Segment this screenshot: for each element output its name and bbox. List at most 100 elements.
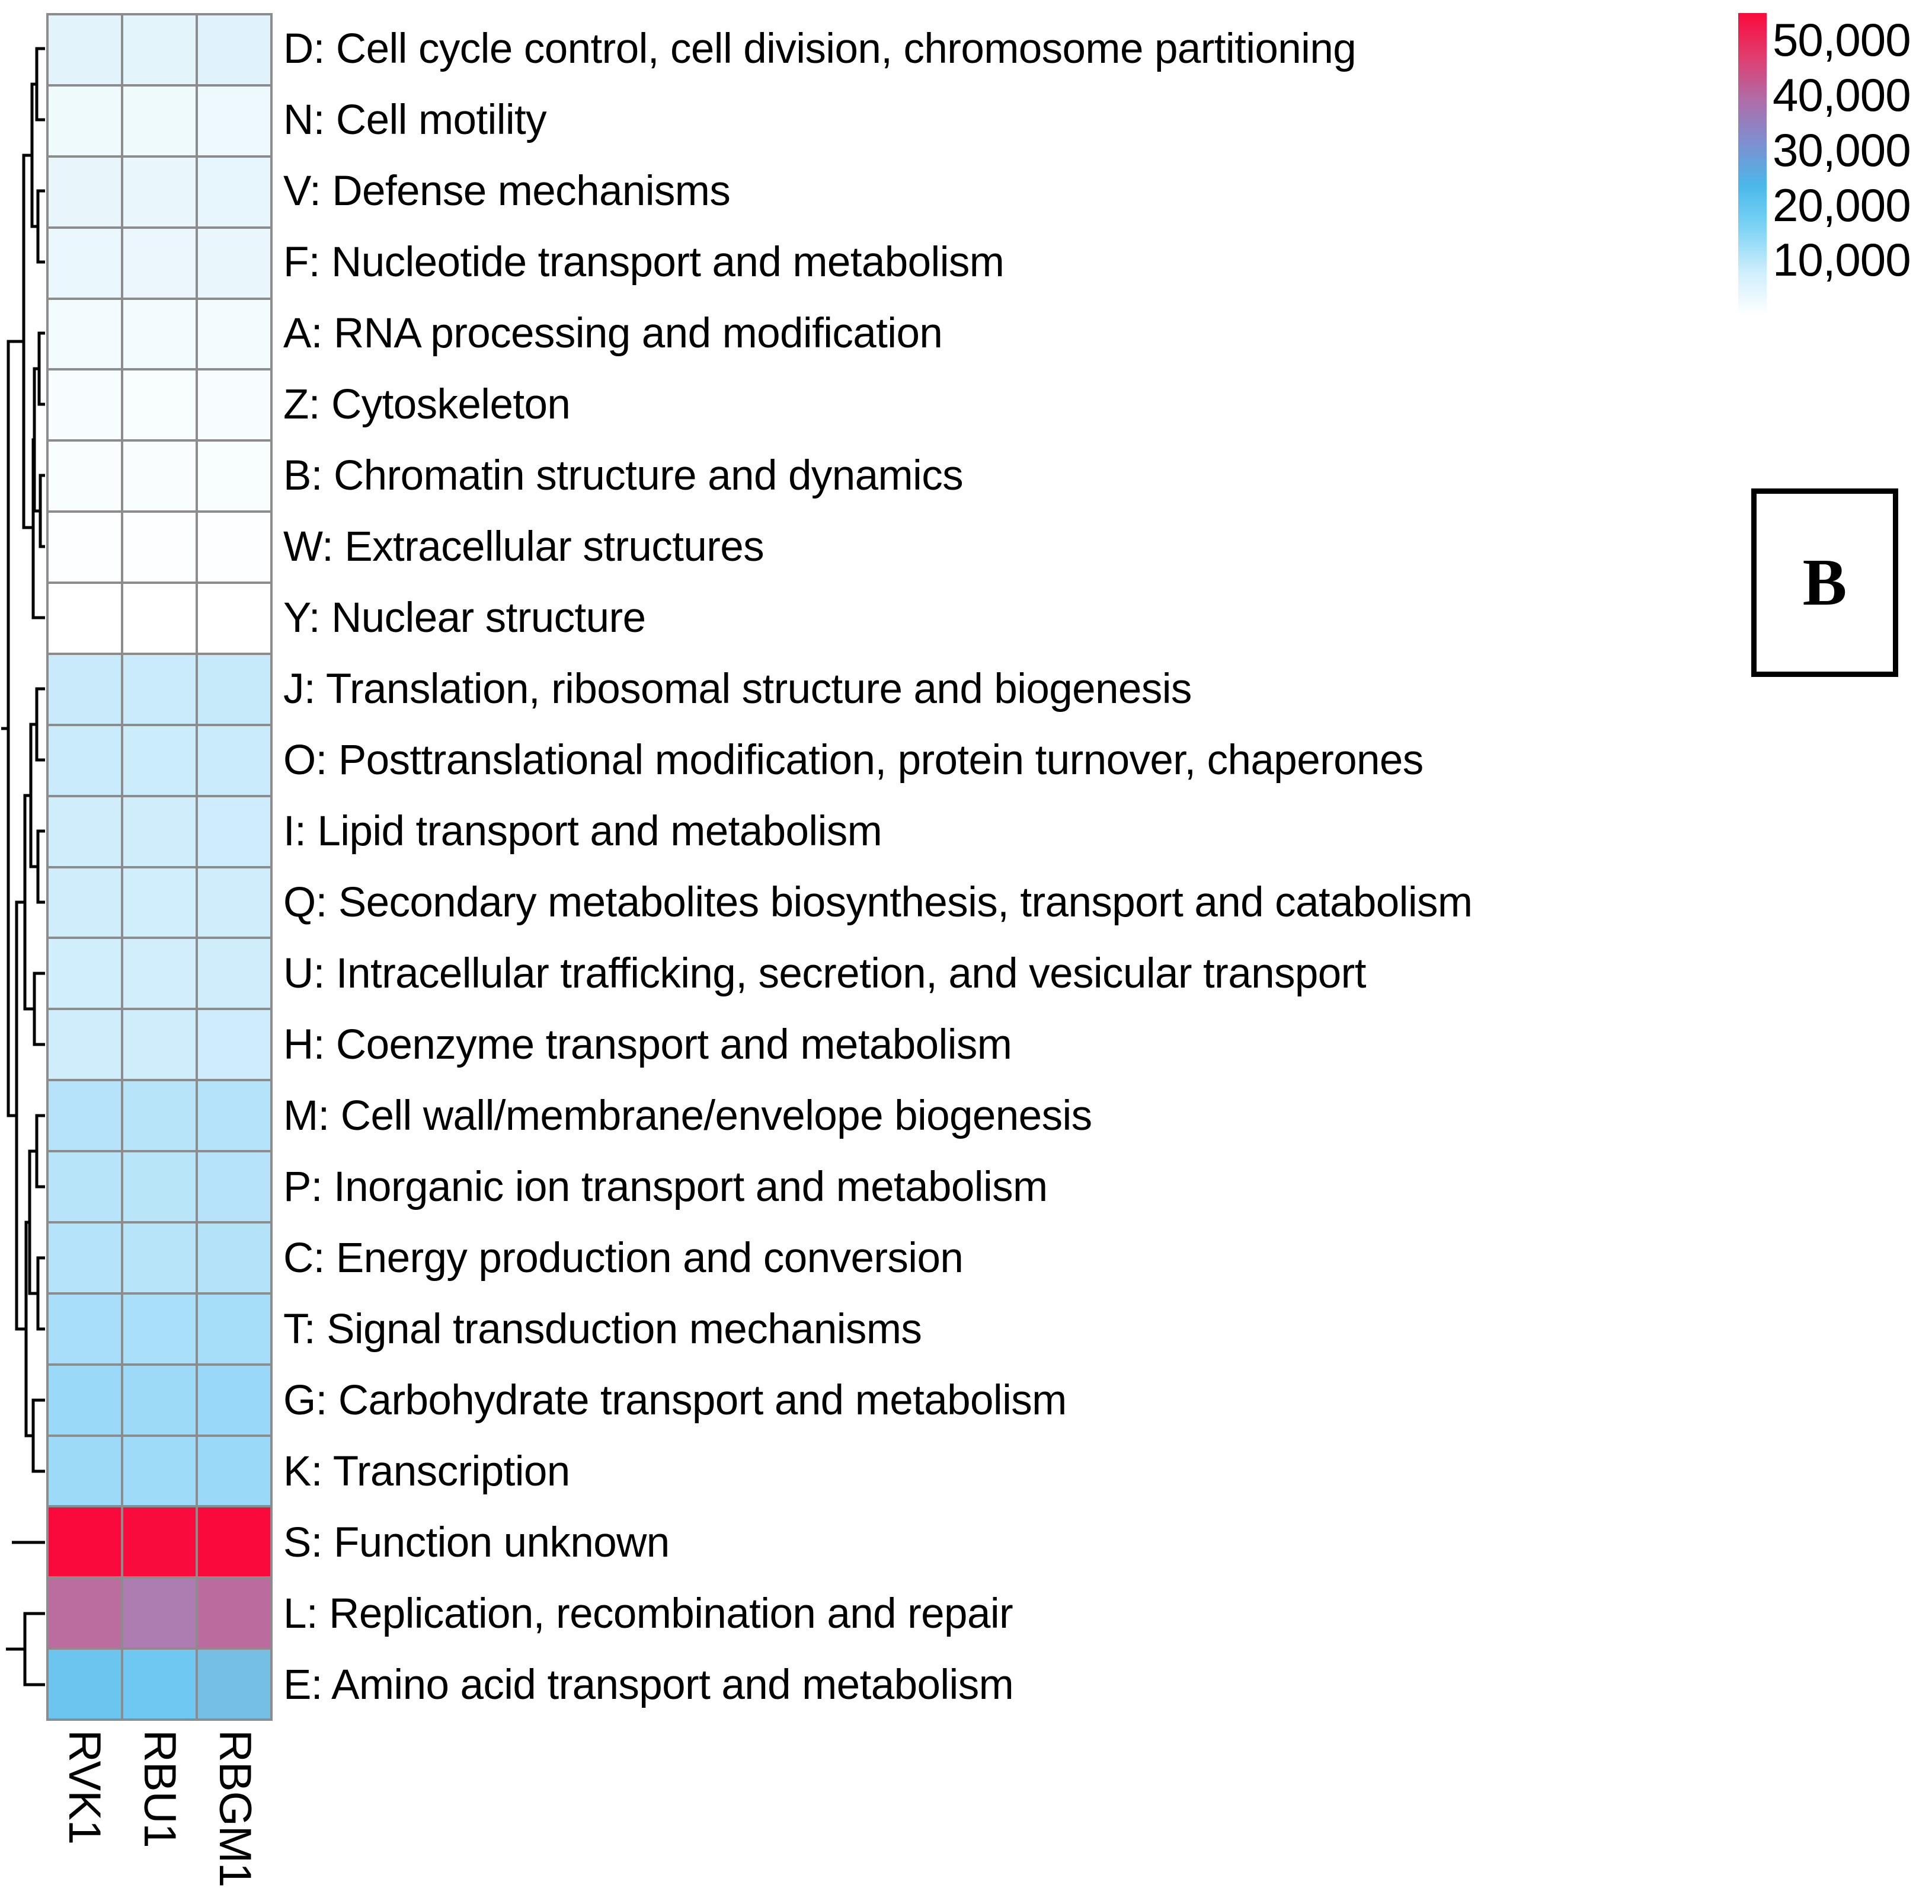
heatmap-cell [198,584,270,653]
heatmap-cell [198,1081,270,1150]
heatmap-cell [49,1579,121,1648]
heatmap-cell [123,86,196,155]
heatmap-cell [198,797,270,866]
heatmap-cell [198,1152,270,1221]
heatmap-cell [198,1223,270,1292]
heatmap-cell [198,939,270,1008]
row-label-c: C: Energy production and conversion [283,1235,964,1282]
heatmap-cell [49,1152,121,1221]
row-label-j: J: Translation, ribosomal structure and … [283,665,1192,713]
column-label-rvk1: RVK1 [59,1730,110,1845]
heatmap-cell [123,939,196,1008]
row-label-b: B: Chromatin structure and dynamics [283,452,964,499]
heatmap-cell [123,513,196,582]
row-label-d: D: Cell cycle control, cell division, ch… [283,25,1357,72]
heatmap-grid [46,13,273,1721]
heatmap-cell [123,15,196,84]
heatmap-cell [49,1650,121,1718]
heatmap-cell [123,1507,196,1577]
heatmap-cell [198,442,270,511]
heatmap-cell [49,654,121,724]
colorbar-tick-10000: 10,000 [1773,234,1911,286]
row-label-h: H: Coenzyme transport and metabolism [283,1021,1012,1069]
heatmap-row-labels: D: Cell cycle control, cell division, ch… [283,13,1729,1721]
colorbar-tick-50000: 50,000 [1773,14,1911,66]
heatmap-cell [49,868,121,937]
row-label-w: W: Extracellular structures [283,523,765,570]
heatmap-cell [49,157,121,226]
heatmap-cell [49,15,121,84]
heatmap-cell [49,442,121,511]
heatmap-cell [198,299,270,369]
heatmap-cell [49,1081,121,1150]
row-label-m: M: Cell wall/membrane/envelope biogenesi… [283,1092,1092,1140]
row-label-z: Z: Cytoskeleton [283,381,571,428]
column-label-cell: RVK1 [46,1726,121,1904]
heatmap-cell [123,299,196,369]
heatmap-cell [198,86,270,155]
row-label-g: G: Carbohydrate transport and metabolism [283,1377,1067,1424]
heatmap-cell [198,1436,270,1506]
heatmap-cell [49,1223,121,1292]
heatmap-cell [123,1081,196,1150]
heatmap-cell [123,1010,196,1079]
heatmap-cell [49,584,121,653]
heatmap-cell [49,1365,121,1435]
panel-label-box: B [1751,488,1898,677]
heatmap-cell [49,1010,121,1079]
heatmap-cell [198,15,270,84]
heatmap-cell [123,584,196,653]
row-label-n: N: Cell motility [283,96,547,143]
heatmap-cell [49,939,121,1008]
row-label-p: P: Inorganic ion transport and metabolis… [283,1164,1048,1211]
heatmap-cell [123,1365,196,1435]
row-label-o: O: Posttranslational modification, prote… [283,736,1424,784]
row-label-i: I: Lipid transport and metabolism [283,807,882,855]
heatmap-cell [198,1294,270,1363]
row-label-a: A: RNA processing and modification [283,309,943,357]
heatmap-cell [123,1579,196,1648]
heatmap-cell [123,1436,196,1506]
heatmap-cell [49,1436,121,1506]
heatmap-cell [123,654,196,724]
heatmap-cell [49,228,121,298]
row-label-s: S: Function unknown [283,1519,670,1567]
colorbar-tick-30000: 30,000 [1773,123,1911,176]
row-label-u: U: Intracellular trafficking, secretion,… [283,950,1366,998]
heatmap-cell [198,1579,270,1648]
column-label-rbgm1: RBGM1 [210,1730,261,1887]
heatmap-cell [123,726,196,795]
row-label-t: T: Signal transduction mechanisms [283,1306,922,1353]
heatmap-cell [49,726,121,795]
heatmap-cell [198,1507,270,1577]
heatmap-cell [123,1294,196,1363]
column-label-cell: RBGM1 [197,1726,273,1904]
heatmap-cell [123,157,196,226]
heatmap-cell [123,1650,196,1718]
heatmap-cell [198,228,270,298]
row-label-e: E: Amino acid transport and metabolism [283,1662,1014,1709]
column-label-rbu1: RBU1 [134,1730,185,1848]
row-label-l: L: Replication, recombination and repair [283,1590,1013,1638]
heatmap-cell [49,513,121,582]
heatmap-cell [123,370,196,440]
heatmap-cell [49,299,121,369]
heatmap-cell [198,726,270,795]
row-label-v: V: Defense mechanisms [283,167,731,215]
heatmap-cell [198,370,270,440]
heatmap-cell [198,868,270,937]
heatmap-cell [49,1507,121,1577]
heatmap-cell [198,1650,270,1718]
heatmap-cell [123,797,196,866]
row-dendrogram [1,47,45,1686]
heatmap-cell [198,157,270,226]
colorbar-tick-20000: 20,000 [1773,178,1911,231]
row-label-q: Q: Secondary metabolites biosynthesis, t… [283,879,1473,926]
heatmap-cell [49,370,121,440]
heatmap-cell [123,228,196,298]
heatmap-cell [49,797,121,866]
heatmap-cell [49,86,121,155]
